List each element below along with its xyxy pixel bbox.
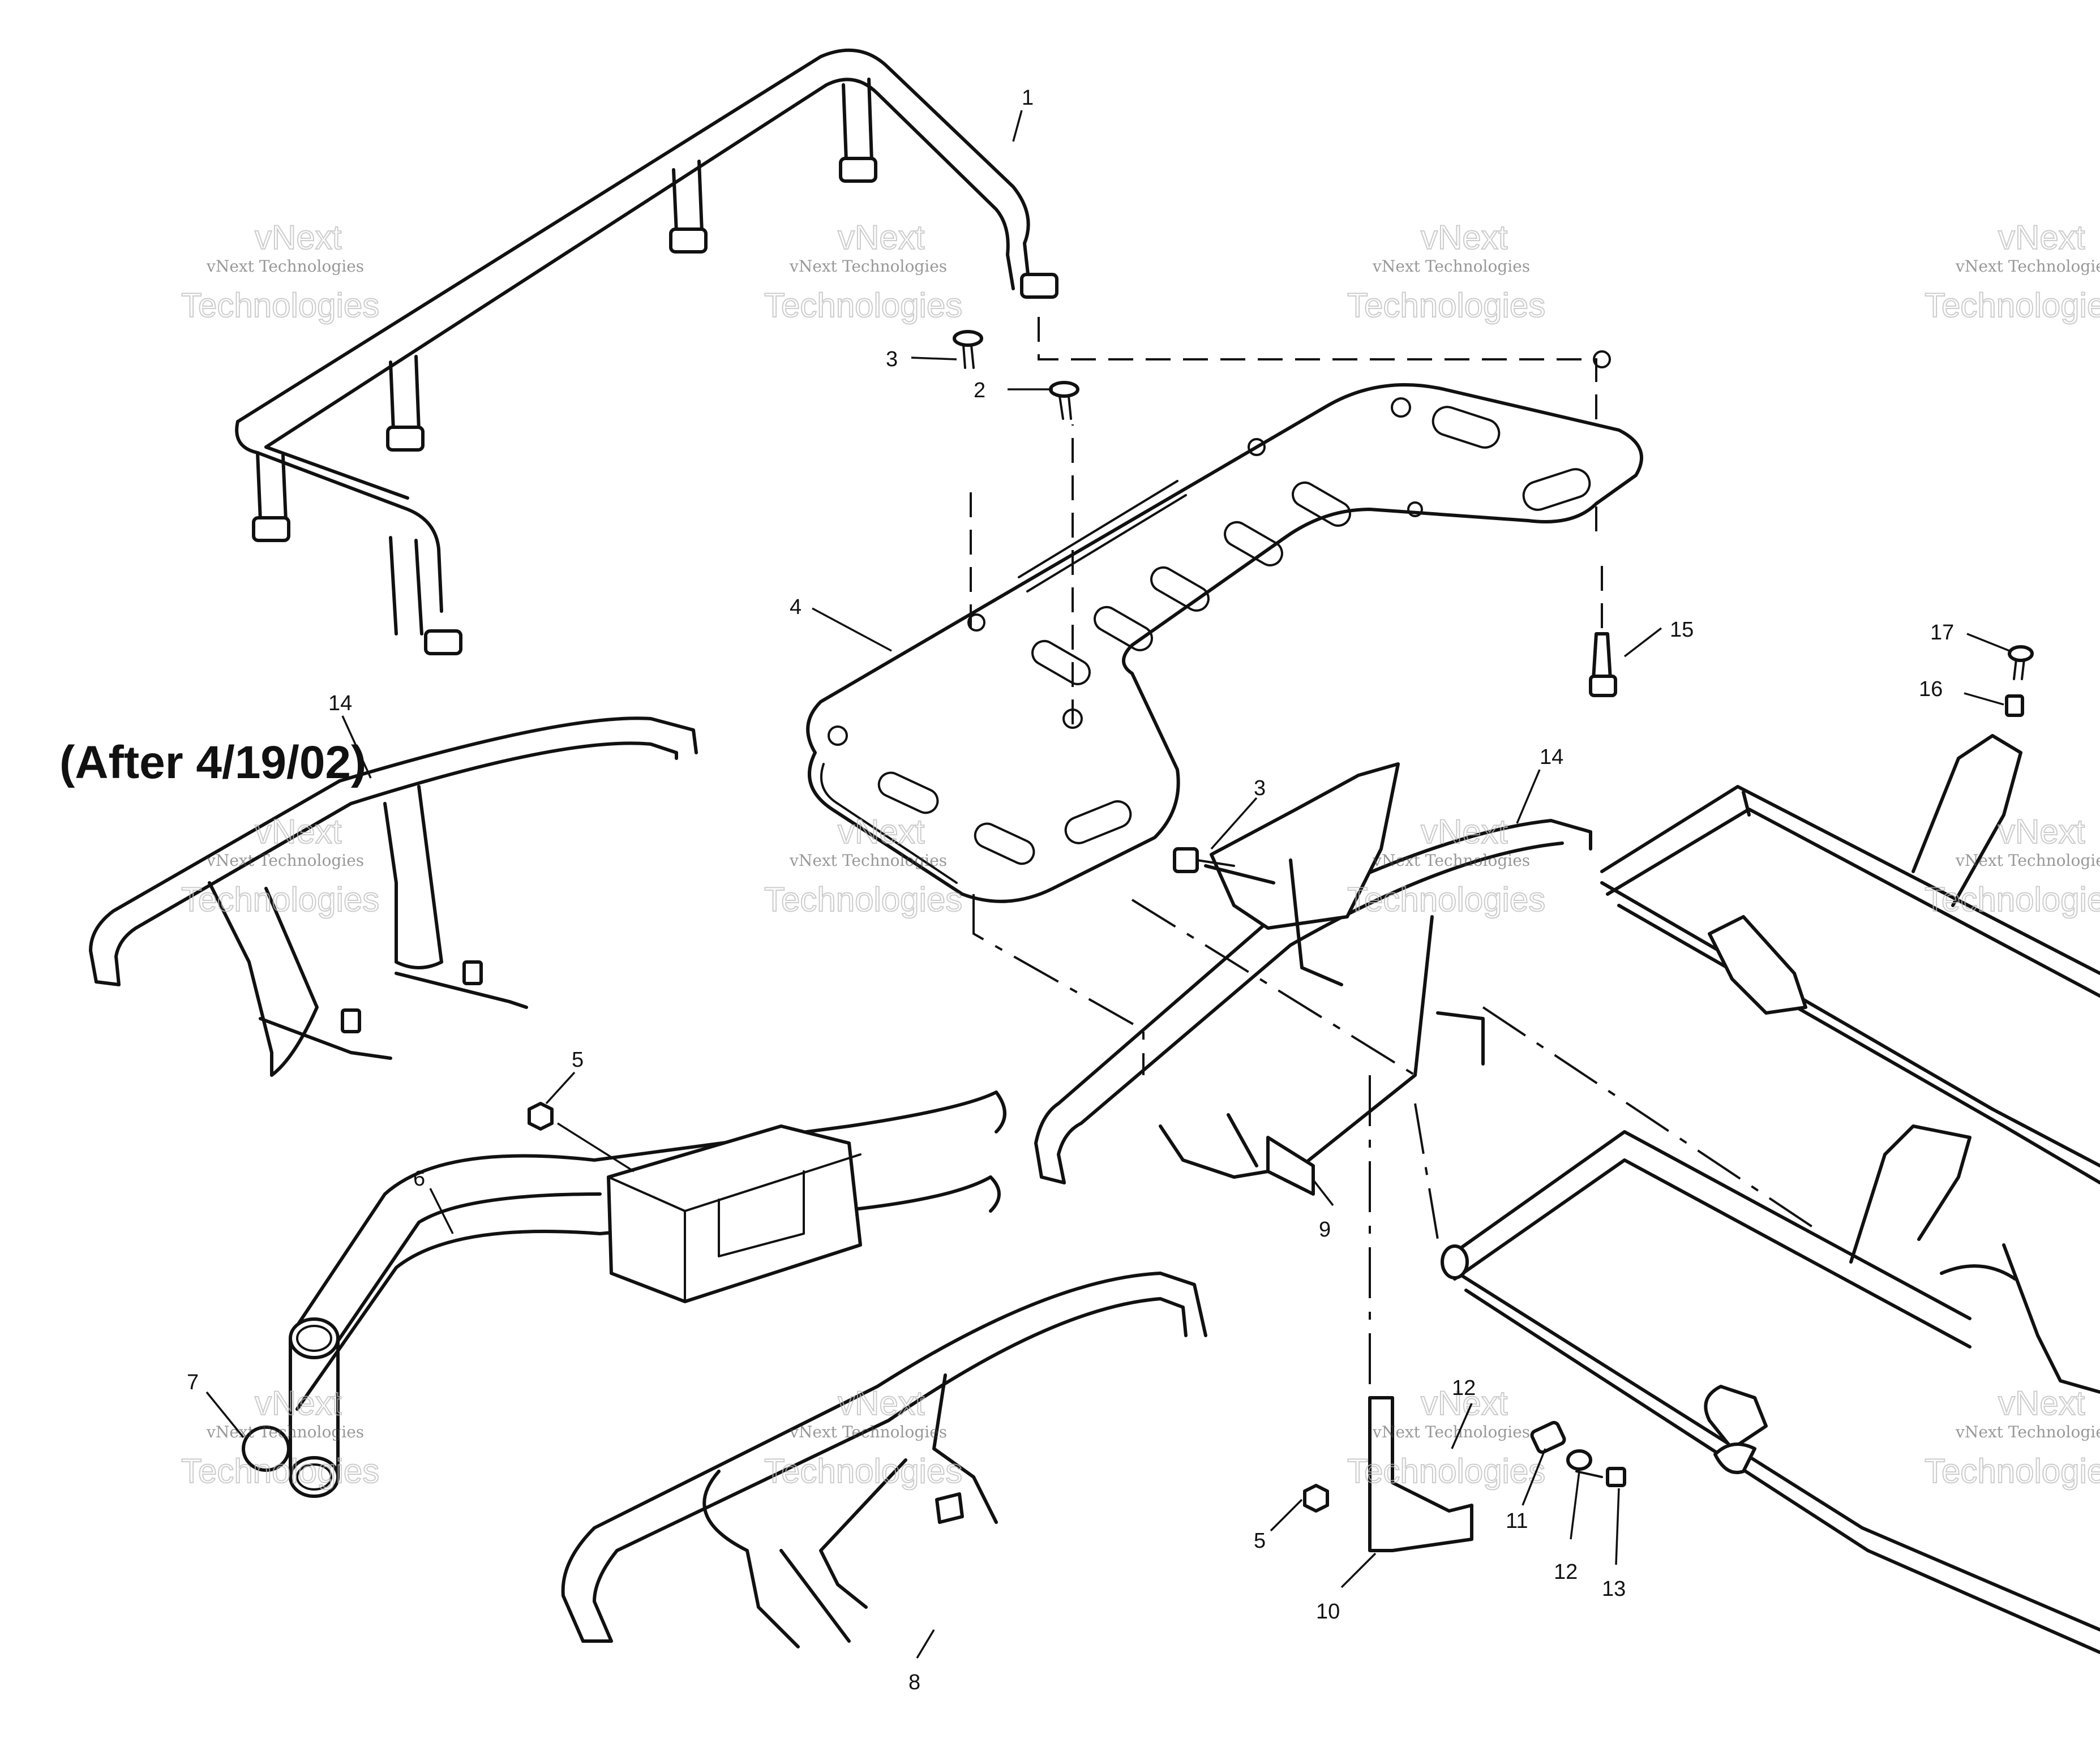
callout-6: 6 [413,1167,425,1191]
nut-part-5-left [528,1102,554,1131]
svg-text:Technologies: Technologies [1925,286,2100,324]
svg-text:vNext: vNext [1998,1384,2085,1422]
svg-text:vNext Technologies: vNext Technologies [206,1423,364,1441]
nut-part-5-right [1303,1484,1329,1513]
svg-text:vNext: vNext [255,1384,342,1422]
rack-platform [806,350,1643,903]
svg-text:vNext: vNext [838,813,925,851]
callout-10: 10 [1316,1600,1340,1624]
bracket-part-3 [1204,762,1400,986]
callout-2: 2 [974,379,985,402]
callout-5-upper: 5 [572,1048,584,1072]
callout-17: 17 [1930,621,1954,645]
svg-text:vNext: vNext [838,1384,925,1422]
svg-text:vNext Technologies: vNext Technologies [206,257,364,276]
svg-text:vNext: vNext [255,218,342,256]
callout-3-upper: 3 [886,347,898,371]
svg-text:vNext Technologies: vNext Technologies [1955,1423,2100,1441]
frame-lower-right [1441,1124,2100,1654]
svg-text:vNext: vNext [1421,813,1508,851]
bolt-part-15 [1589,632,1617,697]
svg-text:Technologies: Technologies [181,881,379,918]
washer-part-12 [1566,1449,1592,1471]
svg-text:Technologies: Technologies [181,1452,379,1490]
svg-text:vNext Technologies: vNext Technologies [1955,257,2100,276]
bracket-part-10 [1368,1396,1473,1552]
lower-bumper [561,1272,1207,1648]
bushing-part-16 [2005,694,2024,717]
callout-8: 8 [908,1671,920,1694]
bracket-part-9 [1266,1136,1315,1196]
svg-text:vNext: vNext [1998,813,2085,851]
callout-13: 13 [1602,1577,1626,1601]
bumper-rail-after [89,716,698,1077]
bolt-part-13 [1575,1467,1626,1487]
svg-text:vNext: vNext [1421,218,1508,256]
svg-text:vNext: vNext [838,218,925,256]
rear-rack-rail [235,48,1058,655]
callout-9: 9 [1319,1218,1331,1242]
callouts: 1 2 3 4 15 17 16 14 14 3 5 6 7 8 9 10 [187,86,2010,1694]
svg-text:vNext Technologies: vNext Technologies [789,851,947,870]
callout-16: 16 [1919,677,1943,701]
svg-text:Technologies: Technologies [1347,286,1545,324]
svg-text:vNext Technologies: vNext Technologies [1372,851,1530,870]
svg-text:vNext: vNext [1998,218,2085,256]
screw-part-17 [2008,645,2034,680]
spacer-part-11 [1530,1420,1566,1454]
svg-text:Technologies: Technologies [181,286,379,324]
callout-7: 7 [187,1371,199,1394]
callout-11: 11 [1506,1509,1528,1533]
callout-1: 1 [1022,86,1034,110]
cap-part-7 [242,1425,290,1472]
callout-12-upper: 12 [1452,1376,1476,1400]
watermark: vNext Technologies vNext Technologies vN… [181,218,2100,1491]
svg-text:vNext: vNext [255,813,342,851]
frame-upper-right [1600,734,2100,1184]
svg-text:Technologies: Technologies [764,881,962,918]
svg-text:vNext Technologies: vNext Technologies [1372,1423,1530,1441]
callout-14-left: 14 [328,692,352,715]
bolt-part-3-right [1173,847,1235,873]
svg-text:vNext Technologies: vNext Technologies [206,851,364,870]
screw-part-3 [953,330,983,369]
svg-text:vNext Technologies: vNext Technologies [789,1423,947,1441]
callout-12-lower: 12 [1554,1560,1578,1584]
callout-4: 4 [790,595,802,619]
svg-text:Technologies: Technologies [1347,881,1545,918]
svg-text:Technologies: Technologies [764,286,962,324]
callout-15: 15 [1670,618,1694,642]
callout-3-lower: 3 [1254,776,1266,800]
svg-text:vNext Technologies: vNext Technologies [1955,851,2100,870]
svg-text:vNext Technologies: vNext Technologies [789,257,947,276]
callout-5-lower: 5 [1254,1529,1266,1553]
svg-text:vNext Technologies: vNext Technologies [1372,257,1530,276]
svg-text:Technologies: Technologies [1347,1452,1545,1490]
front-bumper-tube [289,1090,1006,1498]
callout-14-right: 14 [1540,745,1563,769]
svg-text:Technologies: Technologies [1925,881,2100,918]
screw-part-2 [1049,381,1079,420]
svg-text:vNext: vNext [1421,1384,1508,1422]
svg-text:Technologies: Technologies [764,1452,962,1490]
svg-text:Technologies: Technologies [1925,1452,2100,1490]
revision-note: (After 4/19/02) [59,737,366,788]
